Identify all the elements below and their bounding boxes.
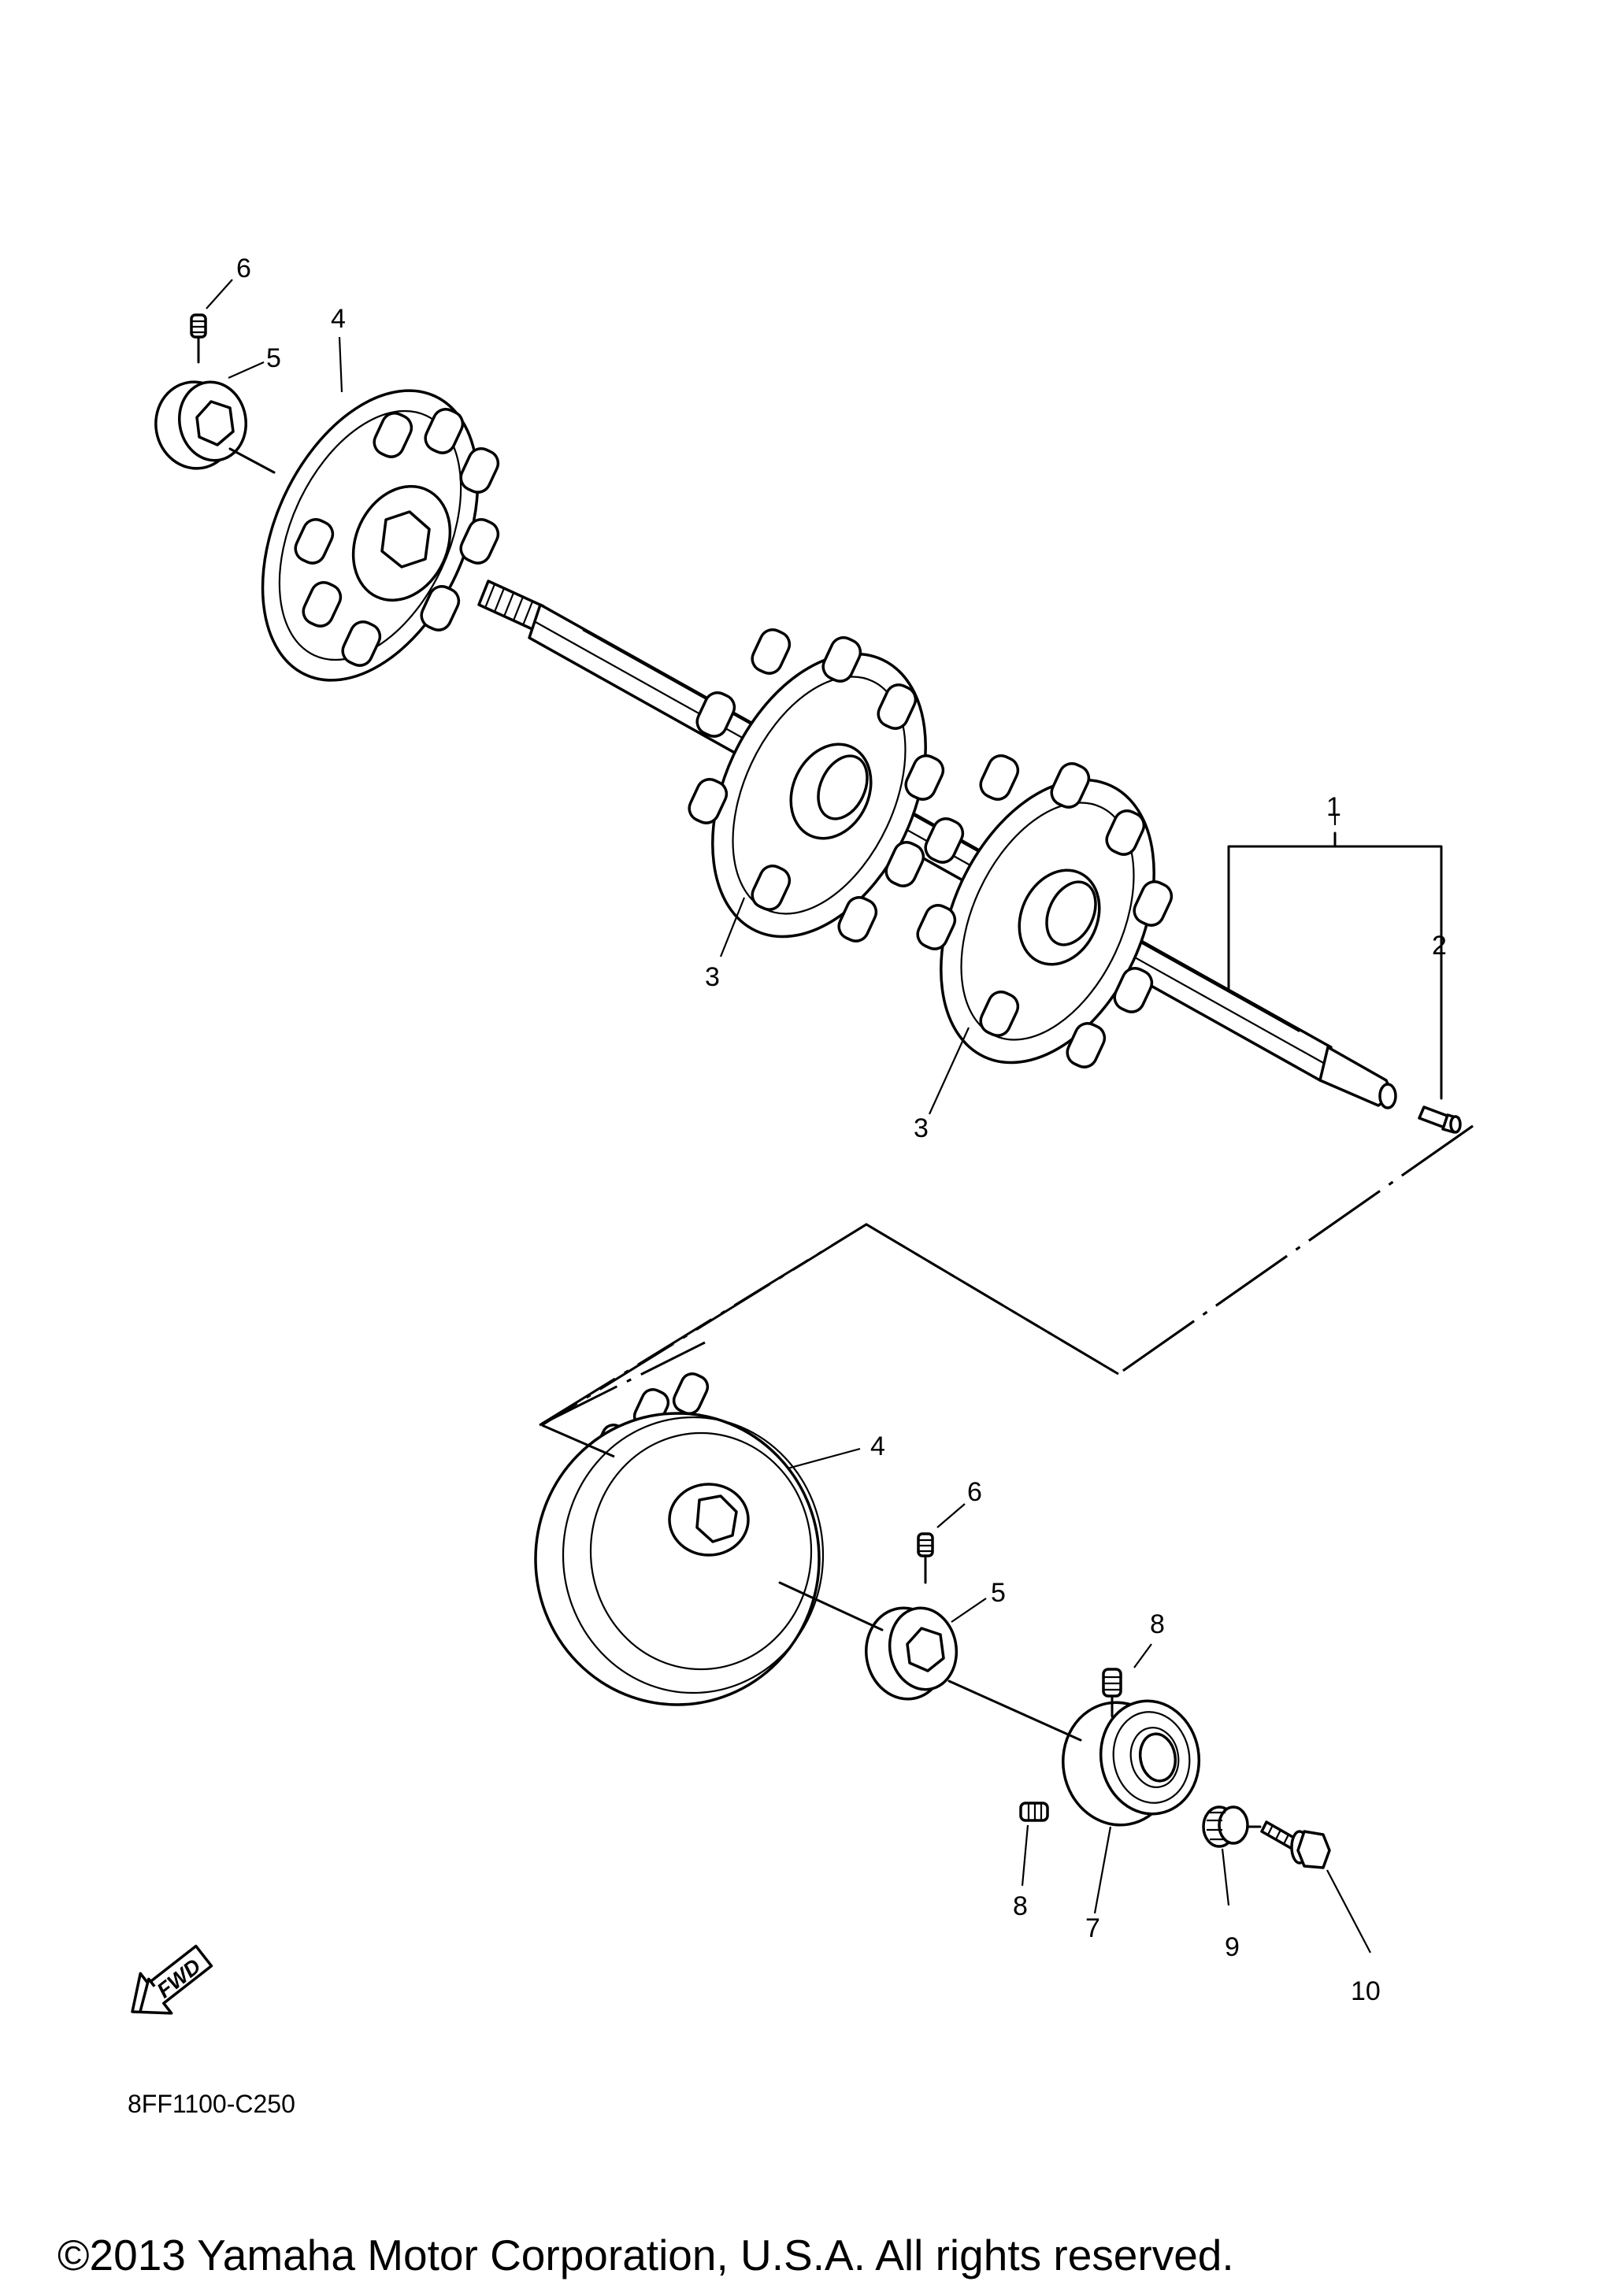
collar-upper [154,380,248,470]
fwd-arrow-icon: FWD [131,1944,213,2015]
callout-6-upper: 6 [236,254,251,283]
callout-5-lower: 5 [991,1578,1006,1608]
callout-7: 7 [1085,1913,1100,1943]
callout-numbers: 1 2 3 3 4 4 5 5 6 6 7 8 8 9 10 [236,254,1447,2006]
callout-leaders [206,279,1443,1953]
callout-8-side: 8 [1013,1891,1028,1921]
bearing [1061,1699,1201,1827]
set-screw-upper [190,313,207,339]
flange-bolt [1260,1820,1331,1869]
drive-sprocket-lower [916,754,1174,1068]
callout-2: 2 [1432,931,1447,961]
set-screw-8-side [1019,1802,1049,1822]
set-screw-lower [917,1532,934,1557]
diagram-code: 8FF1100-C250 [128,2090,295,2118]
idler-wheel-upper [261,389,500,682]
callout-5-upper: 5 [266,343,281,373]
callout-3-lower: 3 [914,1113,929,1143]
callout-6-lower: 6 [967,1477,982,1507]
callout-4-upper: 4 [331,304,346,334]
collar-lower [864,1606,959,1701]
copyright-notice: ©2013 Yamaha Motor Corporation, U.S.A. A… [57,2231,1234,2279]
callout-1: 1 [1326,792,1341,822]
callout-10: 10 [1351,1976,1381,2006]
idler-wheel-lower [534,1372,825,1706]
leader-lines [197,335,1474,1828]
shaft-pin [1418,1105,1462,1134]
callout-3-upper: 3 [705,962,720,992]
callout-9: 9 [1225,1932,1240,1962]
washer [1202,1805,1249,1848]
set-screw-8-top [1102,1668,1122,1698]
drive-sprocket-upper [688,628,945,942]
callout-8-top: 8 [1150,1609,1165,1639]
callout-4-lower: 4 [870,1431,885,1461]
